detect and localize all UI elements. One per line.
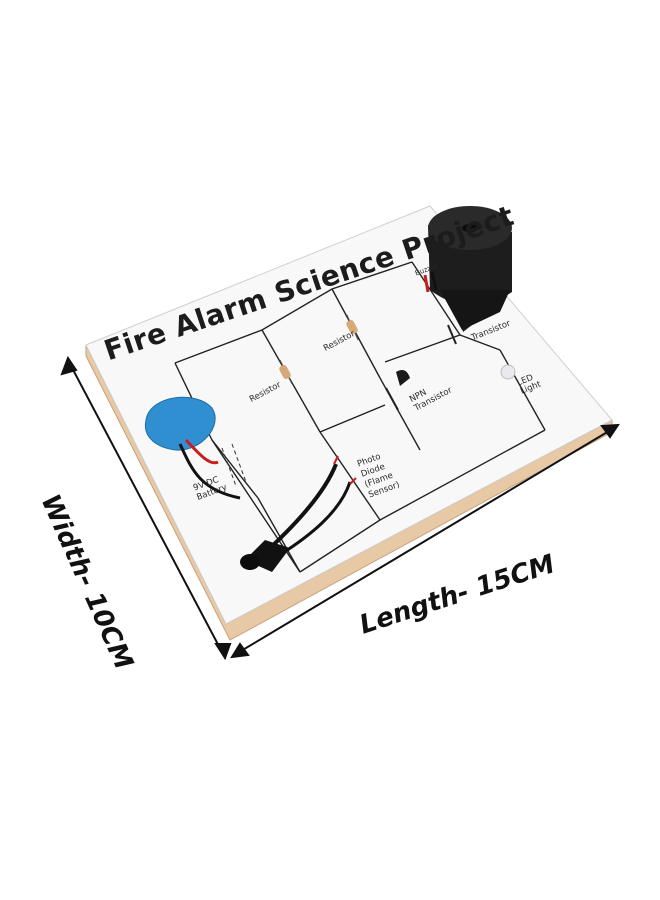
resistor-2 (346, 314, 359, 341)
length-dimension-arrow (230, 423, 620, 659)
buzzer (423, 206, 512, 330)
npn-transistor (385, 370, 410, 411)
photo-diode (240, 455, 357, 572)
led-light (500, 364, 516, 380)
resistor-1 (279, 359, 293, 385)
width-dimension-arrow (60, 355, 232, 661)
battery-clip (144, 396, 247, 500)
